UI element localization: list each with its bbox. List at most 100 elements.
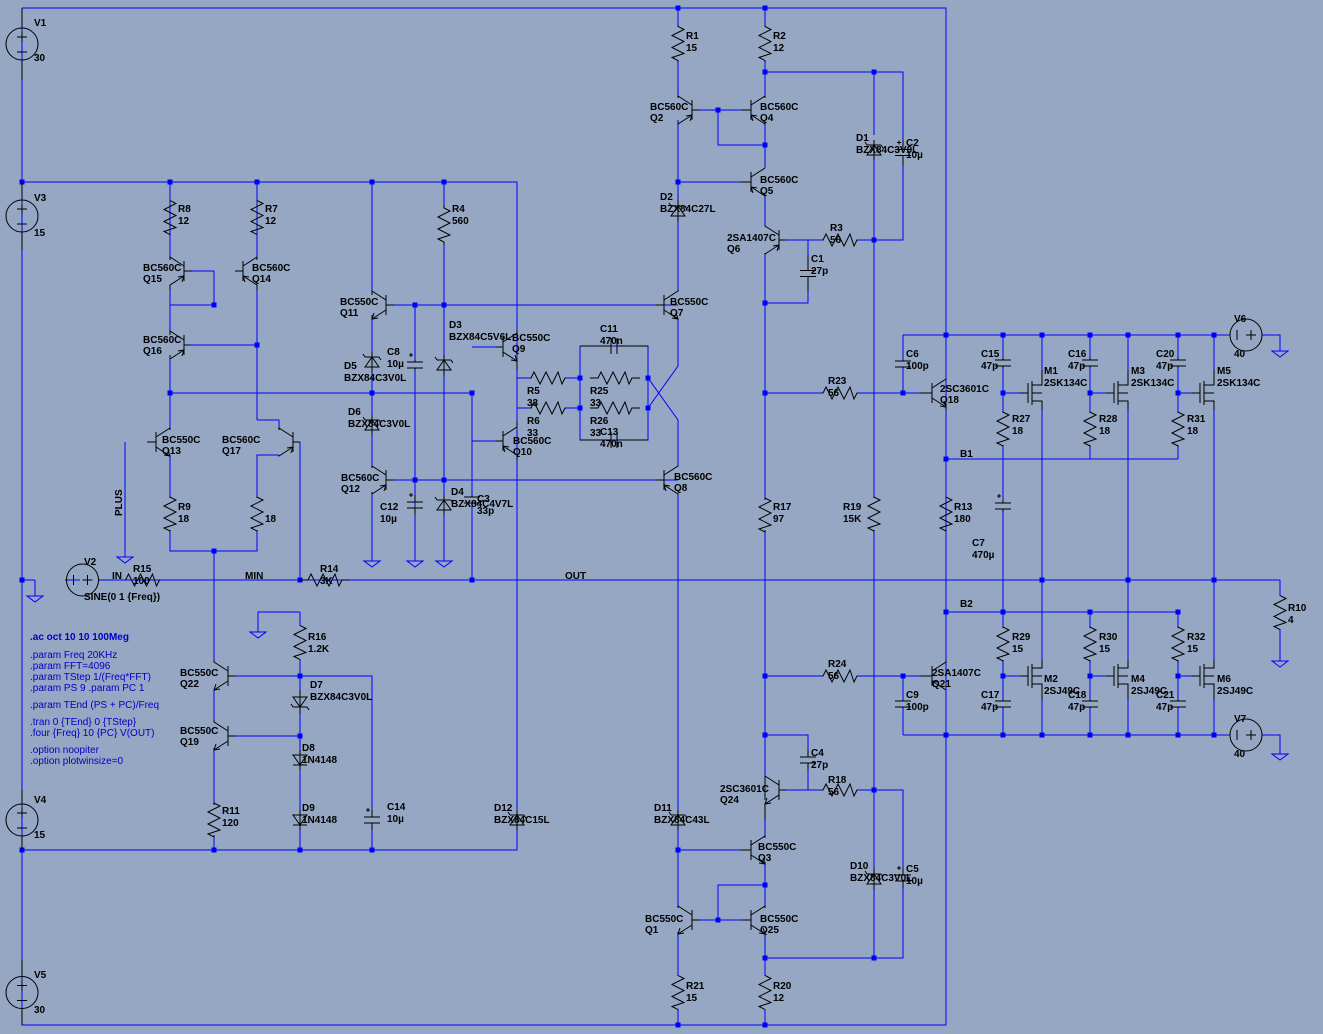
spice-directives[interactable]: .ac oct 10 10 100Meg.param Freq 20KHz.pa… bbox=[30, 632, 159, 767]
ground-icon bbox=[362, 555, 382, 568]
r17b-resistor[interactable]: 18 bbox=[249, 496, 277, 532]
